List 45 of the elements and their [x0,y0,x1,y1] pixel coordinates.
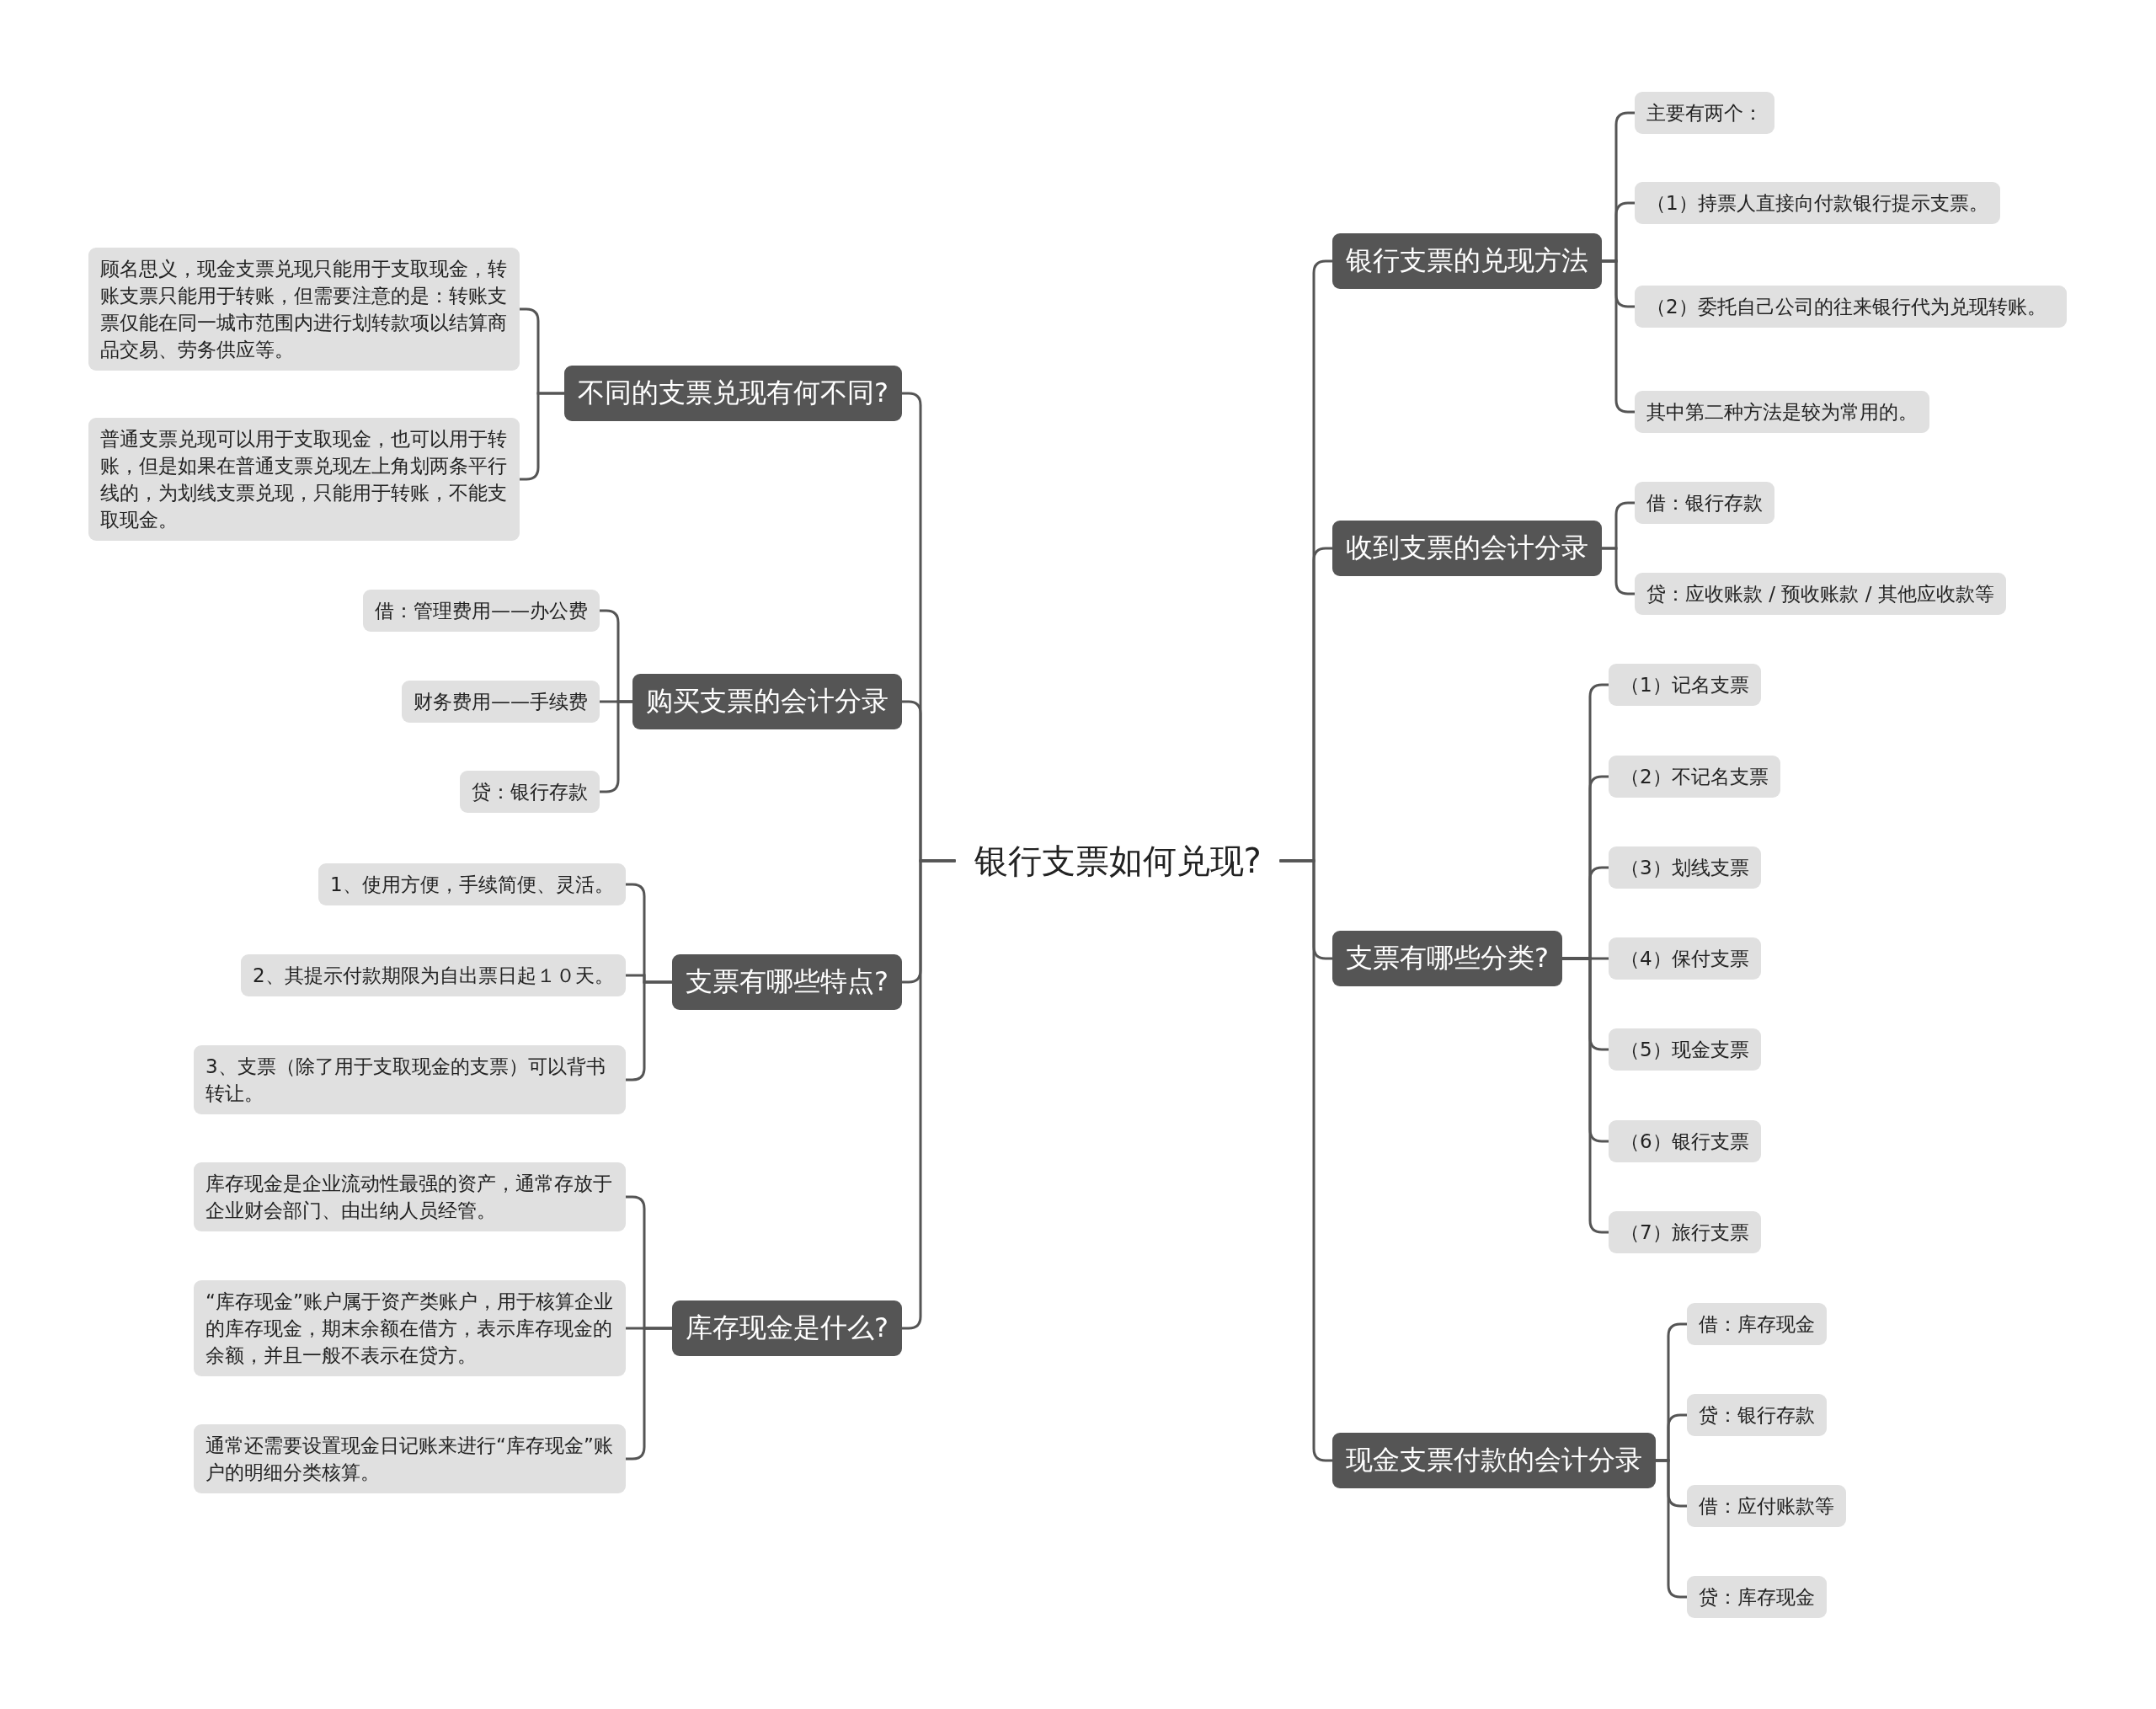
note-box: 贷：库存现金 [1687,1576,1827,1618]
note-box: 通常还需要设置现金日记账来进行“库存现金”账户的明细分类核算。 [194,1424,626,1493]
note-box: 主要有两个： [1635,92,1774,134]
note-box: 库存现金是企业流动性最强的资产，通常存放于企业财会部门、由出纳人员经管。 [194,1162,626,1231]
connector-line [1656,1459,1687,1599]
note-box: 2、其提示付款期限为自出票日起１０天。 [241,954,626,996]
note-box: 1、使用方便，手续简便、灵活。 [318,863,626,905]
note-box: 借：银行存款 [1635,482,1774,524]
note-box: 普通支票兑现可以用于支取现金，也可以用于转账，但是如果在普通支票兑现左上角划两条平行线的，为划线支票兑现，只能用于转账，不能支取现金。 [88,418,520,541]
note-box: （2）委托自己公司的往来银行代为兑现转账。 [1635,286,2067,328]
central-topic: 银行支票如何兑现? [955,834,1280,888]
note-box: （1）记名支票 [1609,664,1761,706]
note-box: 顾名思义，现金支票兑现只能用于支取现金，转账支票只能用于转账，但需要注意的是：转账支票仅能在同一城市范围内进行划转款项以结算商品交易、劳务供应等。 [88,248,520,371]
note-box: （6）银行支票 [1609,1120,1761,1162]
connector-line [1602,259,1635,414]
note-box: （7）旅行支票 [1609,1211,1761,1253]
topic-box: 收到支票的会计分录 [1332,521,1602,576]
note-box: 贷：银行存款 [1687,1394,1827,1436]
topic-box: 不同的支票兑现有何不同? [564,366,902,421]
note-box: “库存现金”账户属于资产类账户，用于核算企业的库存现金，期末余额在借方，表示库存现金的余额，并且一般不表示在贷方。 [194,1280,626,1376]
topic-box: 银行支票的兑现方法 [1332,233,1602,289]
note-box: 贷：银行存款 [460,771,600,813]
connector-line [1562,957,1609,1234]
note-box: 借：库存现金 [1687,1303,1827,1345]
note-box: 3、支票（除了用于支取现金的支票）可以背书转让。 [194,1045,626,1114]
note-box: （4）保付支票 [1609,937,1761,980]
connector-line [520,392,564,481]
topic-box: 库存现金是什么? [672,1300,902,1356]
note-box: （5）现金支票 [1609,1028,1761,1071]
topic-box: 现金支票付款的会计分录 [1332,1433,1656,1488]
topic-box: 购买支票的会计分录 [632,674,902,729]
note-box: （3）划线支票 [1609,846,1761,889]
note-box: （2）不记名支票 [1609,756,1780,798]
note-box: （1）持票人直接向付款银行提示支票。 [1635,182,2000,224]
connector-line [1602,547,1635,595]
topic-box: 支票有哪些特点? [672,954,902,1010]
topic-box: 支票有哪些分类? [1332,931,1562,986]
connector-line [600,700,632,793]
connector-line [626,980,672,1081]
connector-line [626,1327,672,1461]
note-box: 借：应付账款等 [1687,1485,1846,1527]
note-box: 借：管理费用——办公费 [363,590,600,632]
note-box: 其中第二种方法是较为常用的。 [1635,391,1929,433]
note-box: 贷：应收账款 / 预收账款 / 其他应收款等 [1635,573,2006,615]
note-box: 财务费用——手续费 [402,681,600,723]
